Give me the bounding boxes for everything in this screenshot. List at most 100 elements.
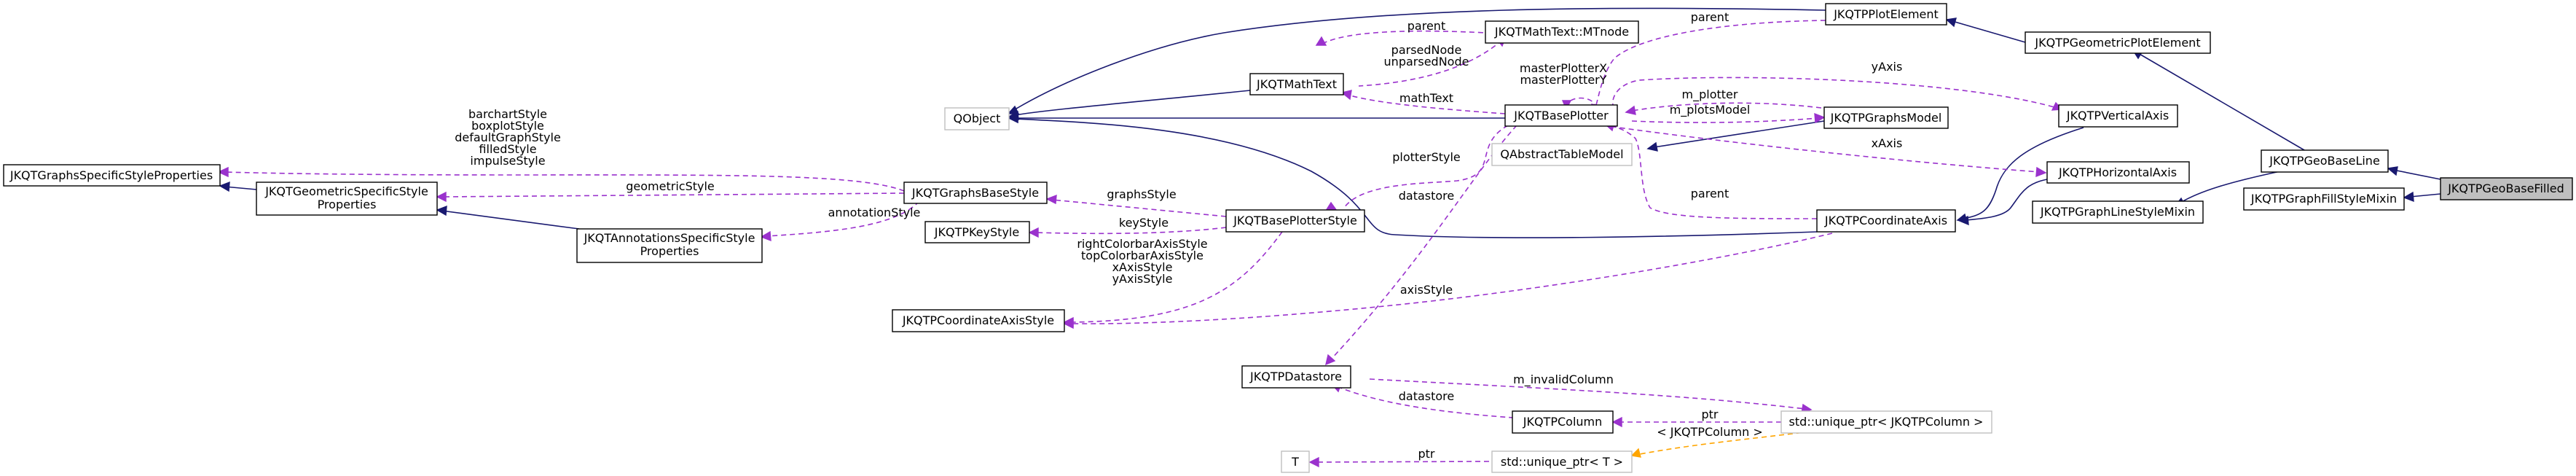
node-jkqtmathtext[interactable]: JKQTMathText xyxy=(1249,73,1344,95)
edge-mathtext-to-mtnode xyxy=(1315,30,1487,46)
edge-baseplotter-to-horizontalaxis xyxy=(1602,125,2047,178)
node-label: JKQTPKeyStyle xyxy=(934,225,1019,239)
node-label: QObject xyxy=(954,112,1001,125)
edge-label-graphsstyle: graphsStyle xyxy=(1107,187,1176,201)
node-label-line1: JKQTAnnotationsSpecificStyle xyxy=(584,231,755,245)
node-label: std::unique_ptr< JKQTPColumn > xyxy=(1789,415,1984,429)
edge-mathtext-to-qobject xyxy=(1008,90,1251,120)
node-jkqtpdatastore[interactable]: JKQTPDatastore xyxy=(1241,365,1351,389)
node-label: JKQTMathText::MTnode xyxy=(1494,25,1629,39)
edge-coordinateaxis-to-qobject xyxy=(1008,113,1818,238)
edge-graphsmodel-to-baseplotter xyxy=(1625,102,1822,115)
node-label: JKQTPGraphLineStyleMixin xyxy=(2040,205,2195,219)
node-label: JKQTPGraphsModel xyxy=(1830,111,1942,125)
edge-label-xaxisstyle: xAxisStyle xyxy=(1112,260,1173,274)
node-label: JKQTPGraphFillStyleMixin xyxy=(2250,192,2397,206)
edge-annotationsspecific-to-geometricspecific xyxy=(436,205,580,230)
edge-geobasefilled-to-graphfillstylemixin xyxy=(2403,191,2441,203)
edge-label-barchartstyle: barchartStyle xyxy=(468,107,547,121)
edge-plotelement-to-qobject xyxy=(1007,7,1826,114)
node-jkqtpgraphfillstylemixin[interactable]: JKQTPGraphFillStyleMixin xyxy=(2243,187,2405,211)
node-label: std::unique_ptr< T > xyxy=(1501,455,1623,469)
edge-label-unparsednode: unparsedNode xyxy=(1384,55,1469,69)
node-jkqtgraphsspecificstyleproperties[interactable]: JKQTGraphsSpecificStyleProperties xyxy=(3,164,221,187)
node-label: QAbstractTableModel xyxy=(1500,147,1623,161)
edge-horizontalaxis-to-coordinateaxis xyxy=(1958,179,2048,226)
edge-label-topcolorbaraxisstyle: topColorbarAxisStyle xyxy=(1081,249,1203,262)
edge-label-plotterstyle: plotterStyle xyxy=(1392,150,1461,164)
node-label: JKQTPGeoBaseFilled xyxy=(2447,182,2564,195)
edge-label-defaultgraphstyle: defaultGraphStyle xyxy=(455,130,561,144)
edge-label-annotationstyle: annotationStyle xyxy=(828,206,921,219)
node-label: JKQTPPlotElement xyxy=(1833,7,1939,21)
edge-label-parsednode: parsedNode xyxy=(1391,43,1462,57)
node-jkqtmathtext-mtnode[interactable]: JKQTMathText::MTnode xyxy=(1485,20,1639,44)
edge-label-ptr-column: ptr xyxy=(1701,407,1718,421)
node-jkqtpverticalaxis[interactable]: JKQTPVerticalAxis xyxy=(2058,104,2178,128)
node-jkqtpplotelement[interactable]: JKQTPPlotElement xyxy=(1825,3,1947,26)
edge-label-filledstyle: filledStyle xyxy=(479,142,536,156)
node-jkqtbaseplotterstyle[interactable]: JKQTBasePlotterStyle xyxy=(1225,209,1365,233)
node-label: JKQTBasePlotterStyle xyxy=(1233,214,1357,227)
edge-label-xaxis: xAxis xyxy=(1872,136,1903,150)
node-jkqtbaseplotter[interactable]: JKQTBasePlotter xyxy=(1504,104,1618,127)
node-label-line1: JKQTGeometricSpecificStyle xyxy=(264,184,428,198)
edge-geobasefilled-to-geobaseline xyxy=(2387,166,2441,180)
edge-label-parent-axis: parent xyxy=(1691,187,1729,200)
edge-label-parent-mtnode: parent xyxy=(1407,19,1445,33)
node-jkqtphorizontalaxis[interactable]: JKQTPHorizontalAxis xyxy=(2046,161,2190,184)
node-jkqtpcolumn[interactable]: JKQTPColumn xyxy=(1512,410,1614,434)
node-jkqtpgraphsmodel[interactable]: JKQTPGraphsModel xyxy=(1823,106,1949,129)
node-label: JKQTPHorizontalAxis xyxy=(2058,165,2177,179)
node-jkqtgraphsbasestyle[interactable]: JKQTGraphsBaseStyle xyxy=(903,182,1048,204)
edge-coordinateaxis-to-coordinateaxisstyle xyxy=(1063,233,1833,329)
edge-graphsbasestyle-to-geometricspecific xyxy=(436,191,905,203)
node-label: T xyxy=(1291,455,1299,469)
node-jkqtpgeobaseline[interactable]: JKQTPGeoBaseLine xyxy=(2261,149,2389,173)
node-label-line2: Properties xyxy=(640,244,699,258)
node-label: JKQTPVerticalAxis xyxy=(2066,109,2169,122)
edge-baseplotter-to-graphsmodel xyxy=(1631,112,1826,124)
node-unique-ptr-jkqtpcolumn[interactable]: std::unique_ptr< JKQTPColumn > xyxy=(1780,410,1992,434)
node-jkqtannotationsspecificstyleproperties[interactable]: JKQTAnnotationsSpecificStyle Properties xyxy=(576,228,763,263)
node-label: JKQTPCoordinateAxis xyxy=(1824,214,1947,227)
node-jkqtpcoordinateaxis[interactable]: JKQTPCoordinateAxis xyxy=(1816,209,1956,233)
node-jkqtgeometricspecificstyleproperties[interactable]: JKQTGeometricSpecificStyle Properties xyxy=(256,182,438,216)
edge-baseplotter-to-qobject xyxy=(1008,112,1505,124)
node-label: JKQTGraphsBaseStyle xyxy=(911,186,1039,200)
edge-coordinateaxis-to-baseplotter xyxy=(1603,122,1818,219)
edge-geometricspecific-to-graphsspecific xyxy=(219,181,257,192)
edge-label-yaxis: yAxis xyxy=(1872,60,1903,74)
edge-unique-ptr-column-to-column xyxy=(1611,416,1781,428)
edge-geometricplotelement-to-plotelement xyxy=(1945,17,2026,43)
node-qabstracttablemodel[interactable]: QAbstractTableModel xyxy=(1491,143,1633,166)
edge-baseplotterstyle-to-keystyle xyxy=(1028,227,1227,238)
edge-label-graphs-style-list: barchartStyle boxplotStyle defaultGraphS… xyxy=(455,107,561,168)
edge-label-axisstyle: axisStyle xyxy=(1400,283,1453,297)
edge-geobaseline-to-geometricplotelement xyxy=(2132,50,2310,154)
edge-label-axis-style-list: rightColorbarAxisStyle topColorbarAxisSt… xyxy=(1077,237,1207,286)
edge-label-datastore-column: datastore xyxy=(1399,389,1455,403)
edge-label-keystyle: keyStyle xyxy=(1119,216,1169,230)
edge-label-m-invalidcolumn: m_invalidColumn xyxy=(1513,372,1614,387)
node-label: JKQTGraphsSpecificStyleProperties xyxy=(9,168,213,182)
edge-unique-ptr-t-to-t xyxy=(1308,456,1490,468)
edge-label-masterplotterx: masterPlotterX xyxy=(1520,61,1607,75)
node-jkqtpkeystyle[interactable]: JKQTPKeyStyle xyxy=(924,221,1030,243)
edge-label-mathtext: mathText xyxy=(1399,91,1453,105)
node-jkqtpgraphlinestylemixin[interactable]: JKQTPGraphLineStyleMixin xyxy=(2032,200,2204,224)
node-jkqtpgeobasefilled[interactable]: JKQTPGeoBaseFilled xyxy=(2440,177,2573,200)
edge-unique-ptr-t-to-unique-ptr-column xyxy=(1630,429,1822,458)
node-qobject[interactable]: QObject xyxy=(944,107,1010,130)
edge-label-boxplotstyle: boxplotStyle xyxy=(471,119,544,133)
node-unique-ptr-t[interactable]: std::unique_ptr< T > xyxy=(1491,450,1633,473)
edge-graphsbasestyle-to-annotationsspecific xyxy=(760,200,920,242)
edge-label-masterplottery: masterPlotterY xyxy=(1520,73,1606,87)
edge-label-m-plotsmodel: m_plotsModel xyxy=(1670,103,1751,117)
edge-label-rightcolorbaraxisstyle: rightColorbarAxisStyle xyxy=(1077,237,1207,251)
node-t[interactable]: T xyxy=(1281,450,1310,473)
node-label: JKQTPCoordinateAxisStyle xyxy=(902,313,1054,327)
edge-label-template-arg: < JKQTPColumn > xyxy=(1657,425,1762,439)
node-jkqtpgeometricplotelement[interactable]: JKQTPGeometricPlotElement xyxy=(2025,31,2211,54)
node-jkqtpcoordinateaxisstyle[interactable]: JKQTPCoordinateAxisStyle xyxy=(892,309,1065,332)
